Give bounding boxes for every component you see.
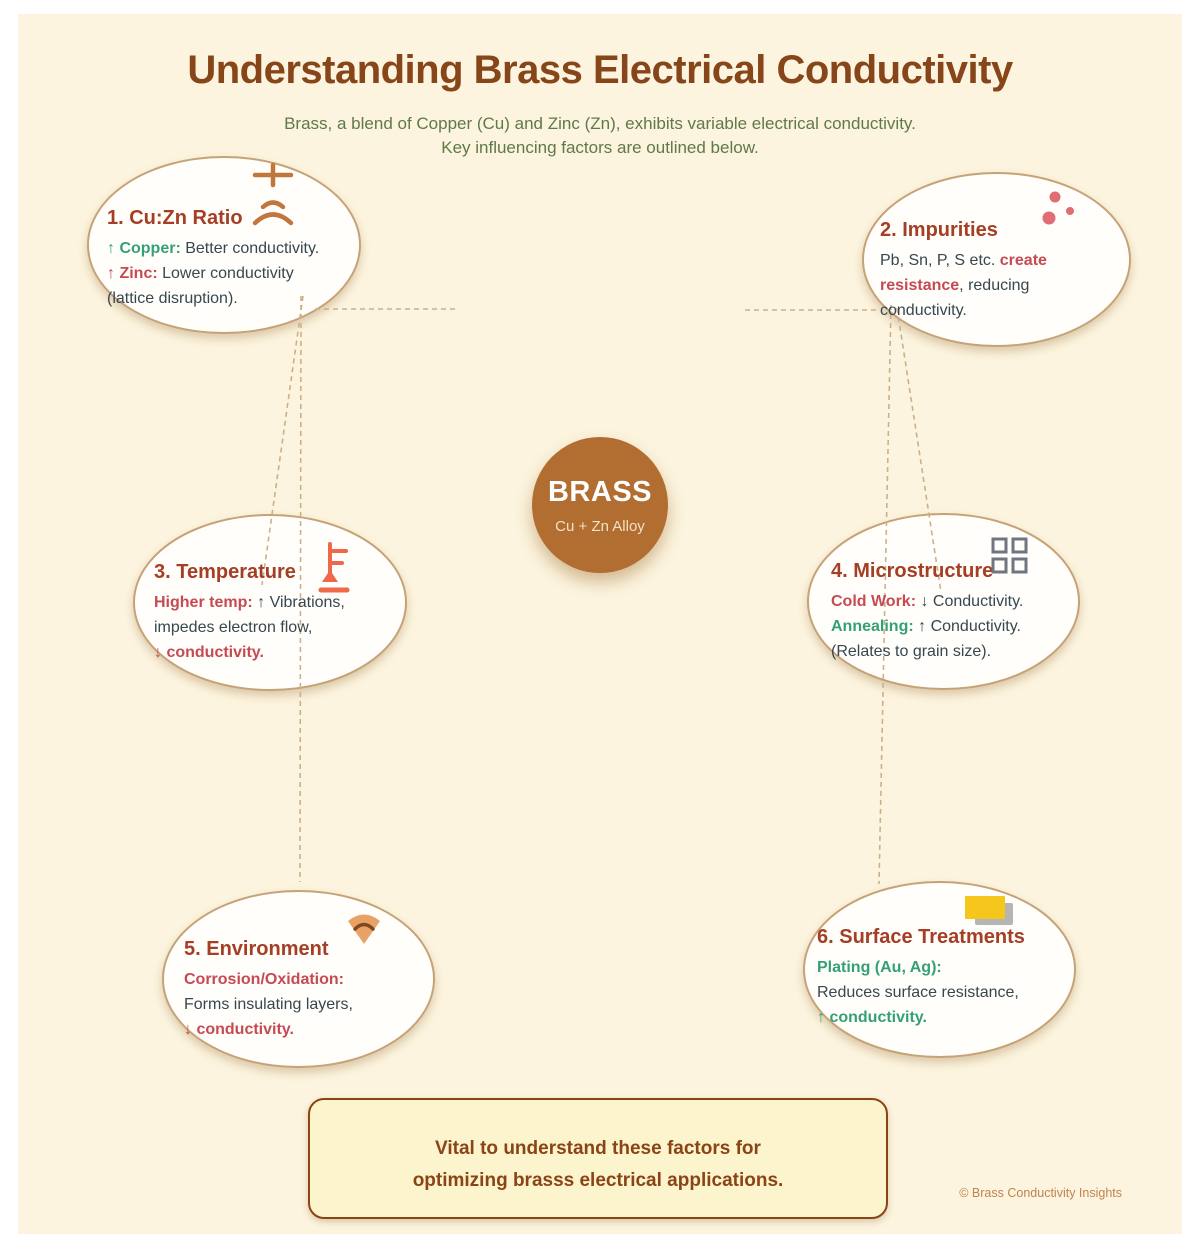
text-segment: Plating (Au, Ag): xyxy=(817,959,942,976)
node-title-environment: 5. Environment xyxy=(184,938,329,960)
text-segment: ↑ Copper: xyxy=(107,240,181,257)
node-ellipse-microstructure xyxy=(807,513,1080,690)
text-segment: ↓ Conductivity. xyxy=(916,593,1024,610)
footer-note-line-1: Vital to understand these factors for xyxy=(435,1138,761,1159)
text-segment: ↑ Conductivity. xyxy=(913,618,1021,635)
page-title: Understanding Brass Electrical Conductiv… xyxy=(187,48,1013,92)
text-segment: conductivity. xyxy=(880,302,967,319)
center-node-label: BRASS xyxy=(547,475,652,508)
node-text-line: ↓ conductivity. xyxy=(184,1017,414,1042)
text-segment: ↓ conductivity. xyxy=(154,644,264,661)
text-segment: Higher temp: xyxy=(154,594,253,611)
corrosion-wedge-icon xyxy=(348,914,380,944)
text-segment: resistance xyxy=(880,277,960,294)
impurity-dots-icon xyxy=(1042,191,1074,225)
copyright-text: © Brass Conductivity Insights xyxy=(959,1186,1122,1200)
node-text-line: impedes electron flow, xyxy=(154,615,382,640)
node-text-line: Corrosion/Oxidation: xyxy=(184,967,414,992)
node-text-line: Cold Work: ↓ Conductivity. xyxy=(831,589,1059,614)
node-text-line: ↑ Copper: Better conductivity. xyxy=(107,236,335,261)
node-content-temperature: 3. Temperature Higher temp: ↑ Vibrations… xyxy=(154,560,382,665)
text-segment: ↓ conductivity. xyxy=(184,1021,294,1038)
node-text-line: Pb, Sn, P, S etc. create xyxy=(880,248,1095,273)
center-node-brass: BRASS Cu + Zn Alloy xyxy=(532,437,668,573)
node-text-line: Plating (Au, Ag): xyxy=(817,955,1049,980)
node-text-line: conductivity. xyxy=(880,298,1095,323)
plus-balance-icon xyxy=(252,162,294,226)
text-segment: impedes electron flow, xyxy=(154,619,313,636)
node-title-surface-treatments: 6. Surface Treatments xyxy=(817,926,1025,948)
subtitle-line-2: Key influencing factors are outlined bel… xyxy=(441,138,759,157)
plating-layers-icon xyxy=(965,896,1013,925)
text-segment: (lattice disruption). xyxy=(107,290,238,307)
text-segment: (Relates to grain size). xyxy=(831,643,992,660)
node-content-surface-treatments: 6. Surface Treatments Plating (Au, Ag): … xyxy=(817,925,1049,1030)
text-segment: Cold Work: xyxy=(831,593,917,610)
text-segment: , reducing xyxy=(959,277,1030,294)
node-text-line: (Relates to grain size). xyxy=(831,639,1059,664)
node-content-microstructure: 4. Microstructure Cold Work: ↓ Conductiv… xyxy=(831,559,1059,664)
subtitle-line-1: Brass, a blend of Copper (Cu) and Zinc (… xyxy=(284,114,916,133)
footer-note-box: Vital to understand these factors for op… xyxy=(308,1098,888,1219)
text-segment: Reduces surface resistance, xyxy=(817,984,1019,1001)
node-content-impurities: 2. Impurities Pb, Sn, P, S etc. create r… xyxy=(880,218,1095,323)
thermometer-stand-icon xyxy=(318,542,350,593)
node-text-line: Annealing: ↑ Conductivity. xyxy=(831,614,1059,639)
node-content-cuzn-ratio: 1. Cu:Zn Ratio ↑ Copper: Better conducti… xyxy=(107,206,335,311)
text-segment: create xyxy=(999,252,1047,269)
text-segment: Pb, Sn, P, S etc. xyxy=(880,252,1000,269)
center-node-sublabel: Cu + Zn Alloy xyxy=(555,517,645,535)
node-title-temperature: 3. Temperature xyxy=(154,561,296,583)
text-segment: Forms insulating layers, xyxy=(184,996,353,1013)
node-text-line: Reduces surface resistance, xyxy=(817,980,1049,1005)
node-title-impurities: 2. Impurities xyxy=(880,219,998,241)
text-segment: ↑ Vibrations, xyxy=(252,594,345,611)
node-ellipse-cuzn-ratio xyxy=(87,156,361,334)
text-segment: Corrosion/Oxidation: xyxy=(184,971,344,988)
node-text-line: ↓ conductivity. xyxy=(154,640,382,665)
node-text-line: Forms insulating layers, xyxy=(184,992,414,1017)
text-segment: Annealing: xyxy=(831,618,914,635)
footer-note-line-2: optimizing brasss electrical application… xyxy=(412,1170,784,1191)
grain-grid-icon xyxy=(991,537,1028,574)
node-text-line: (lattice disruption). xyxy=(107,286,335,311)
node-text-line: resistance, reducing xyxy=(880,273,1095,298)
node-title-cuzn-ratio: 1. Cu:Zn Ratio xyxy=(107,207,243,229)
text-segment: ↑ Zinc: xyxy=(107,265,158,282)
text-segment: Lower conductivity xyxy=(157,265,294,282)
node-text-line: ↑ Zinc: Lower conductivity xyxy=(107,261,335,286)
node-ellipse-environment xyxy=(162,890,435,1068)
node-ellipse-surface-treatments xyxy=(803,881,1076,1058)
text-segment: ↑ conductivity. xyxy=(817,1009,927,1026)
node-content-environment: 5. Environment Corrosion/Oxidation: Form… xyxy=(184,937,414,1042)
text-segment: Better conductivity. xyxy=(180,240,320,257)
node-text-line: ↑ conductivity. xyxy=(817,1005,1049,1030)
